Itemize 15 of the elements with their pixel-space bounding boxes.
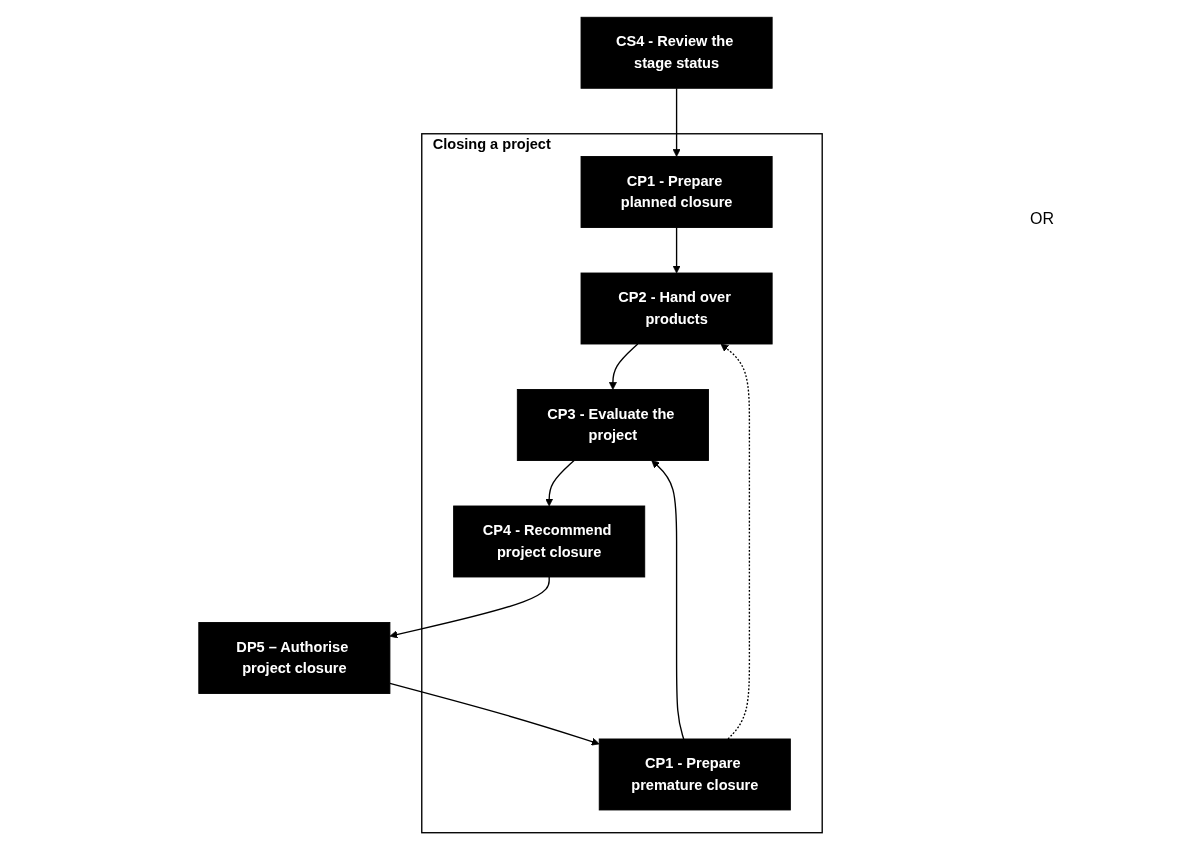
node-box: CP1 - Prepare premature closure — [598, 738, 791, 811]
node-box: CP4 - Recommend project closure — [452, 505, 645, 578]
note-text: OR — [1030, 210, 1054, 228]
arrow — [544, 459, 575, 507]
arrow — [389, 576, 550, 639]
node-box: CP2 - Hand over products — [580, 272, 773, 345]
node-box: CP3 - Evaluate the project — [516, 389, 709, 461]
arrow — [672, 226, 681, 274]
node-box: DP5 – Authorise project closure — [197, 622, 390, 694]
node-box: CS4 - Review the stage status — [580, 16, 773, 89]
arrow — [388, 682, 600, 746]
node-box: CP1 - Prepare planned closure — [580, 156, 773, 228]
arrow — [650, 460, 684, 740]
arrow — [672, 87, 681, 157]
arrow — [608, 343, 638, 390]
